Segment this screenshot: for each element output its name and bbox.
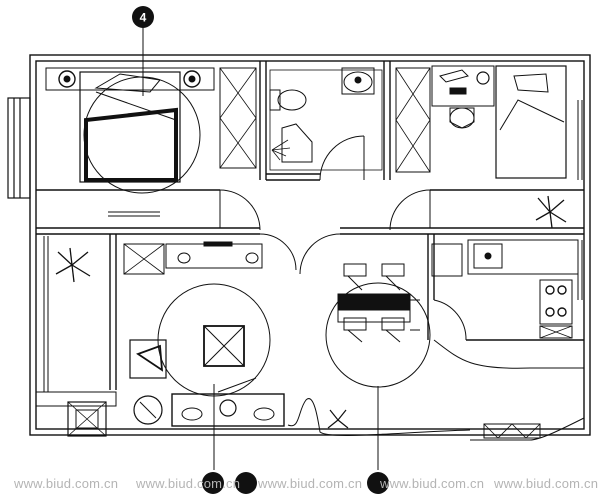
interior-walls <box>36 61 584 390</box>
left-balcony <box>35 236 117 437</box>
left-window-bay <box>7 97 31 199</box>
section-marker-bottom-2 <box>235 472 257 494</box>
section-marker-bottom-1 <box>202 472 224 494</box>
living-area <box>55 241 471 436</box>
section-marker-top-label: 4 <box>140 11 147 25</box>
right-bedroom <box>395 65 583 229</box>
dining-area <box>325 263 431 388</box>
kitchen <box>431 239 585 441</box>
watermark: www.biud.com.cn <box>380 476 485 491</box>
watermark: www.biud.com.cn <box>494 476 599 491</box>
bathroom <box>269 67 383 171</box>
door-swings <box>219 135 467 341</box>
marker-leaders <box>142 27 379 470</box>
watermark: www.biud.com.cn <box>136 476 241 491</box>
outer-walls <box>29 54 591 436</box>
watermark: www.biud.com.cn <box>258 476 363 491</box>
left-bedroom <box>45 67 257 217</box>
section-marker-bottom-3 <box>367 472 389 494</box>
section-marker-top: 4 <box>132 6 154 28</box>
watermark: www.biud.com.cn <box>14 476 119 491</box>
